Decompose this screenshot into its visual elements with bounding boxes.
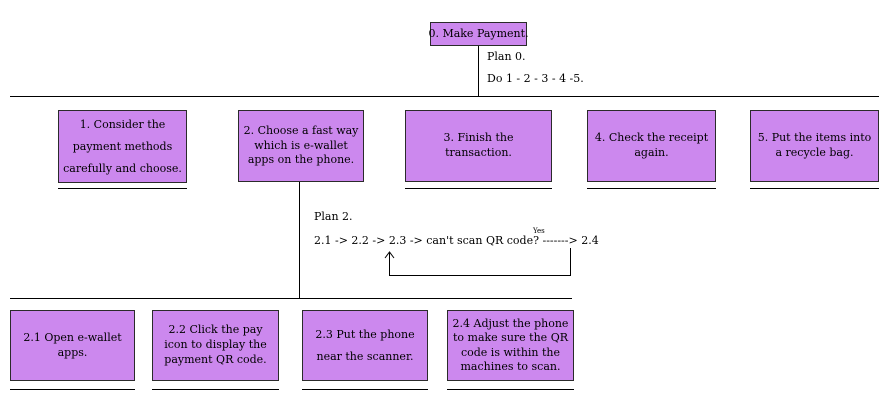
loop-back-arrow: [389, 248, 571, 276]
node-2-2-underline: [152, 389, 279, 390]
node-2-4-underline: [447, 389, 574, 390]
plan2-title: Plan 2.: [314, 210, 353, 223]
node-2-4-adjust-phone: 2.4 Adjust the phone to make sure the QR…: [447, 310, 574, 381]
node-5-underline: [750, 188, 879, 189]
node-5-recycle-bag: 5. Put the items into a recycle bag.: [750, 110, 879, 182]
plan0-title: Plan 0.: [487, 50, 526, 63]
node-4-underline: [587, 188, 716, 189]
node-3-underline: [405, 188, 552, 189]
loop-back-arrowhead: [384, 251, 395, 259]
node-4-check-receipt: 4. Check the receipt again.: [587, 110, 716, 182]
node-2-1-underline: [10, 389, 135, 390]
node-2-3-underline: [302, 389, 428, 390]
node-1-underline: [58, 188, 187, 189]
node-2-3-phone-near-scanner: 2.3 Put the phone near the scanner.: [302, 310, 428, 381]
plan2-yes-label: Yes: [533, 227, 545, 235]
plan2-sequence: 2.1 -> 2.2 -> 2.3 -> can't scan QR code?…: [314, 234, 599, 247]
plan0-text: Do 1 - 2 - 3 - 4 -5.: [487, 72, 584, 85]
node-3-finish-transaction: 3. Finish the transaction.: [405, 110, 552, 182]
root-node-make-payment: 0. Make Payment.: [428, 22, 529, 46]
node-2-1-open-ewallet: 2.1 Open e-wallet apps.: [10, 310, 135, 381]
node-1-consider-payment: 1. Consider the payment methods carefull…: [58, 110, 187, 183]
node-2-choose-ewallet: 2. Choose a fast way which is e-wallet a…: [238, 110, 364, 182]
node-2-2-click-pay-icon: 2.2 Click the pay icon to display the pa…: [152, 310, 279, 381]
